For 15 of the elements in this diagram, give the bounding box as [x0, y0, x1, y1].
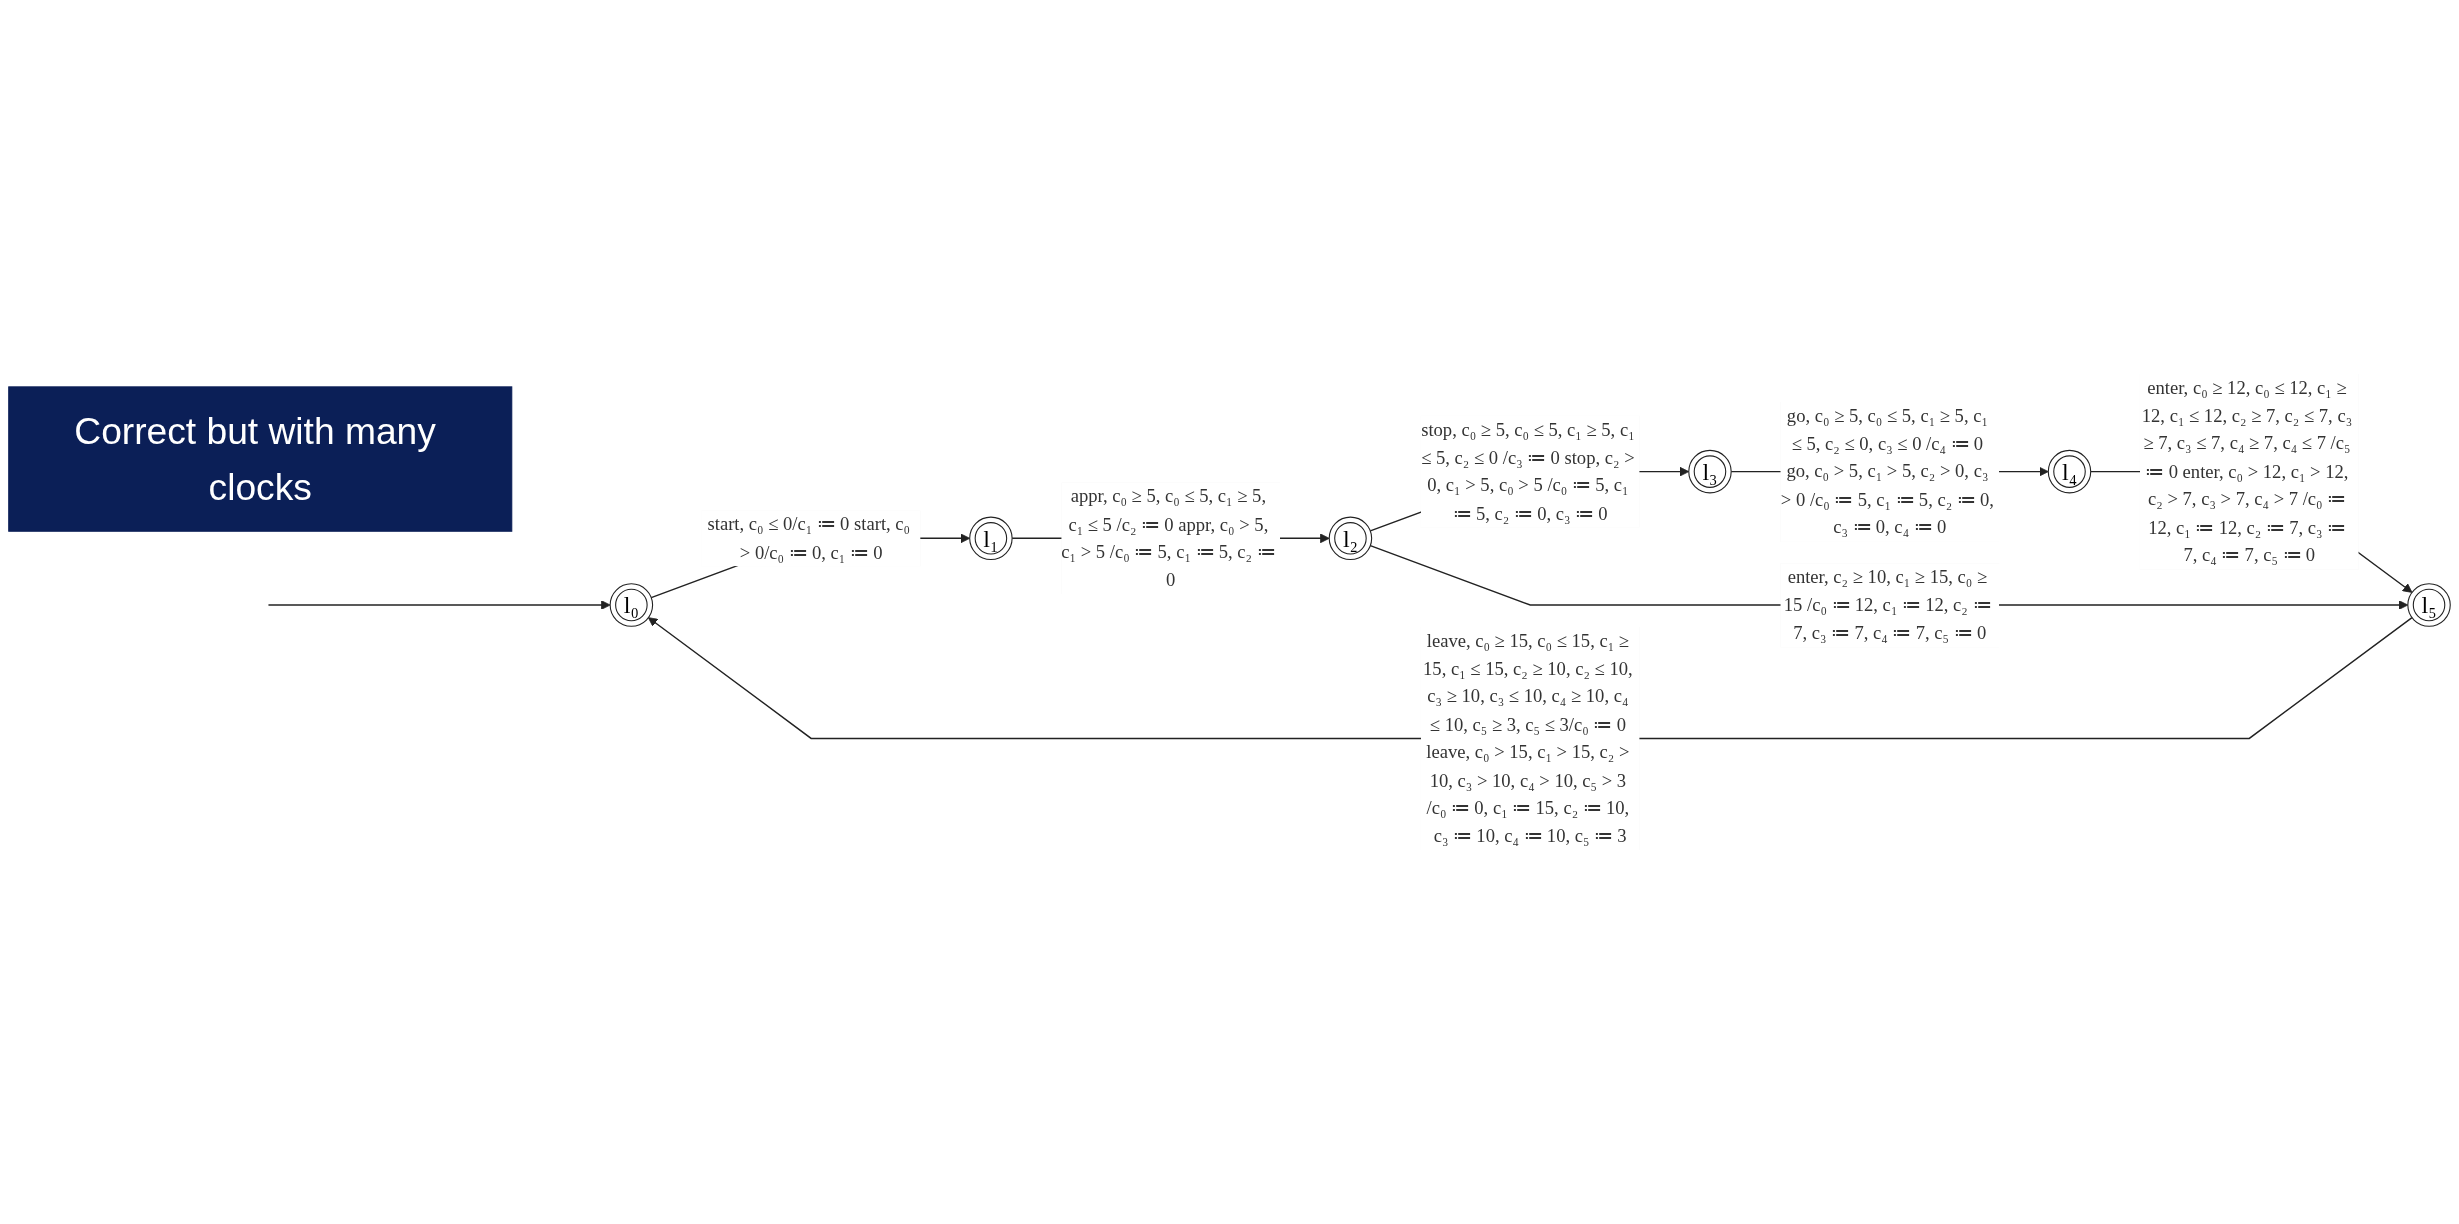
node-circle: l₂ — [1328, 516, 1373, 561]
edge-label: appr, c₀ ≥ 5, c₀ ≤ 5, c₁ ≥ 5, c₁ ≤ 5 /c₂ ≔ 0 appr, c₀ > 5, c₁ > 5 /c₀ ≔ 5, c₁ ≔ 5, c₂ ≔ 0 — [1061, 485, 1276, 591]
node-circle: l₃ — [1688, 449, 1732, 494]
edge-label: enter, c₂ ≥ 10, c₁ ≥ 15, c₀ ≥ 15 /c₀ ≔ 12, c₁ ≔ 12, c₂ ≔ 7, c₃ ≔ 7, c₄ ≔ 7, c₅ ≔ 0 — [1783, 566, 1992, 644]
node-circle: l₀ — [609, 583, 654, 627]
node-circle: l₁ — [969, 516, 1013, 561]
node-circle: l₅ — [2407, 583, 2451, 627]
edge-label: start, c₀ ≤ 0/c₁ ≔ 0 start, c₀ > 0/c₀ ≔ 0, c₁ ≔ 0 — [707, 513, 911, 563]
node-circle: l₄ — [2047, 449, 2092, 494]
edge-label: go, c₀ ≥ 5, c₀ ≤ 5, c₁ ≥ 5, c₁ ≤ 5, c₂ ≤ 0, c₃ ≤ 0 /c₄ ≔ 0 go, c₀ > 5, c₁ > 5, c₂ > 0, c₃ > 0 /c₀ ≔ 5, c₁ ≔ 5, c₂ ≔ 0, c₃ ≔ 0, c₄ ≔ 0 — [1780, 405, 1995, 538]
arrow — [267, 600, 611, 610]
node-box: Correct but with many clocks — [8, 386, 513, 532]
edge-label: enter, c₀ ≥ 12, c₀ ≤ 12, c₁ ≥ 12, c₁ ≤ 12, c₂ ≥ 7, c₂ ≤ 7, c₃ ≥ 7, c₃ ≤ 7, c₄ ≥ 7, c₄ ≤ 7 /c₅ ≔ 0 enter, c₀ > 12, c₁ > 12, c₂ > 7, c₃ > 7, c₄ > 7 /c₀ ≔ 12, c₁ ≔ 12, c₂ ≔ 7, c₃ ≔ 7, c₄ ≔ 7, c₅ ≔ 0 — [2141, 377, 2353, 566]
edge-label: stop, c₀ ≥ 5, c₀ ≤ 5, c₁ ≥ 5, c₁ ≤ 5, c₂ ≤ 0 /c₃ ≔ 0 stop, c₂ > 0, c₁ > 5, c₀ > 5 /c₀ ≔ 5, c₁ ≔ 5, c₂ ≔ 0, c₃ ≔ 0 — [1421, 419, 1635, 524]
edge-label: leave, c₀ ≥ 15, c₀ ≤ 15, c₁ ≥ 15, c₁ ≤ 15, c₂ ≥ 10, c₂ ≤ 10, c₃ ≥ 10, c₃ ≤ 10, c₄ ≥ 10, c₄ ≤ 10, c₅ ≥ 3, c₅ ≤ 3/c₀ ≔ 0 leave, c₀ > 15, c₁ > 15, c₂ > 10, c₃ > 10, c₄ > 10, c₅ > 3 /c₀ ≔ 0, c₁ ≔ 15, c₂ ≔ 10, c₃ ≔ 10, c₄ ≔ 10, c₅ ≔ 3 — [1423, 630, 1633, 847]
